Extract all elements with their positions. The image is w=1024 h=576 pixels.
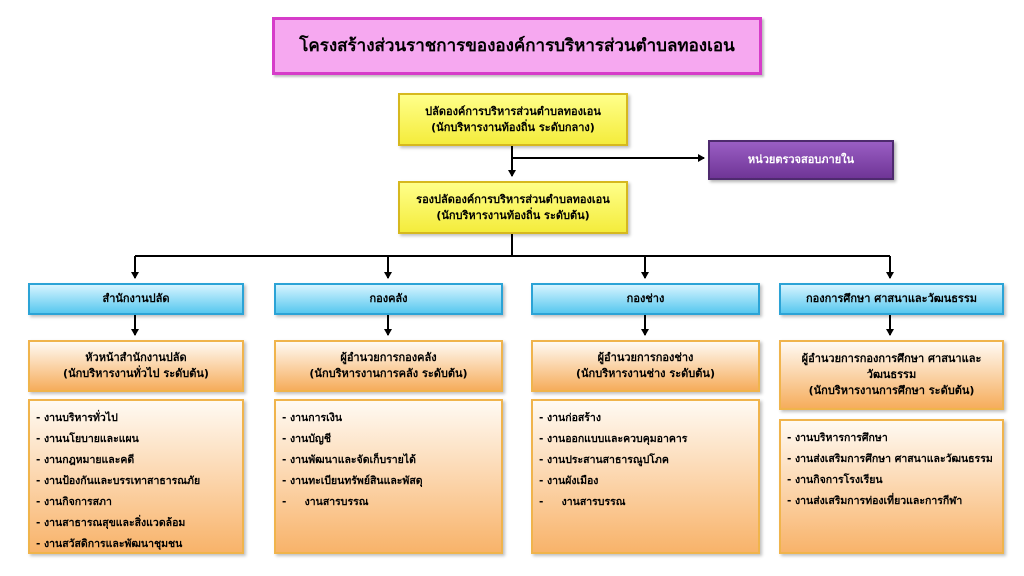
- duty-item: - งานประสานสาธารณูปโภค: [539, 454, 669, 466]
- dept-head-title: หัวหน้าสำนักงานปลัด: [85, 351, 187, 365]
- dept-head-title-cont: วัฒนธรรม: [866, 368, 917, 382]
- deputy-level: (นักบริหารงานท้องถิ่น ระดับต้น): [436, 208, 590, 222]
- duty-item: - งานบัญชี: [282, 433, 331, 445]
- dept-name: กองคลัง: [369, 292, 408, 306]
- duty-item: - งานสารบรรณ: [282, 496, 369, 508]
- dept-head-level: (นักบริหารงานทั่วไป ระดับต้น): [63, 367, 209, 380]
- audit-label: หน่วยตรวจสอบภายใน: [747, 153, 855, 167]
- duty-item: - งานนโยบายและแผน: [36, 433, 139, 445]
- dept-name: กองการศึกษา ศาสนาและวัฒนธรรม: [805, 292, 977, 306]
- duty-item: - งานป้องกันและบรรเทาสาธารณภัย: [36, 475, 201, 487]
- duty-item: - งานการเงิน: [282, 412, 343, 424]
- duty-list-engineering: - งานก่อสร้าง - งานออกแบบและควบคุมอาคาร …: [531, 399, 760, 554]
- duty-item: - งานก่อสร้าง: [539, 412, 601, 424]
- duty-item: - งานทะเบียนทรัพย์สินและพัสดุ: [282, 475, 423, 487]
- duty-item: - งานบริหารทั่วไป: [36, 412, 118, 424]
- head-title: ปลัดองค์การบริหารส่วนตำบลทองเอน: [425, 104, 601, 118]
- dept-head-title: ผู้อำนวยการกองคลัง: [340, 351, 437, 365]
- dept-head-education: ผู้อำนวยการกองการศึกษา ศาสนาและ วัฒนธรรม…: [779, 340, 1004, 410]
- dept-head-level: (นักบริหารงานช่าง ระดับต้น): [576, 367, 715, 380]
- duty-list-education: - งานบริหารการศึกษา - งานส่งเสริมการศึกษ…: [779, 419, 1004, 554]
- dept-name: สำนักงานปลัด: [102, 292, 170, 306]
- head-box: ปลัดองค์การบริหารส่วนตำบลทองเอน (นักบริห…: [398, 93, 628, 146]
- dept-head-title: ผู้อำนวยการกองช่าง: [597, 351, 694, 365]
- deputy-box: รองปลัดองค์การบริหารส่วนตำบลทองเอน (นักบ…: [398, 181, 628, 234]
- dept-head-office: หัวหน้าสำนักงานปลัด (นักบริหารงานทั่วไป …: [28, 340, 244, 392]
- duty-item: - งานพัฒนาและจัดเก็บรายได้: [282, 454, 416, 466]
- duty-item: - งานกิจการโรงเรียน: [787, 474, 883, 486]
- duty-item: - งานออกแบบและควบคุมอาคาร: [539, 433, 688, 445]
- dept-head-finance: ผู้อำนวยการกองคลัง (นักบริหารงานการคลัง …: [274, 340, 503, 392]
- duty-item: - งานบริหารการศึกษา: [787, 432, 888, 444]
- duty-list-office: - งานบริหารทั่วไป - งานนโยบายและแผน - งา…: [28, 399, 244, 554]
- duty-item: - งานสาธารณสุขและสิ่งแวดล้อม: [36, 517, 186, 529]
- duty-item: - งานกฎหมายและคดี: [36, 454, 135, 466]
- dept-header-education: กองการศึกษา ศาสนาและวัฒนธรรม: [779, 283, 1004, 315]
- dept-name: กองช่าง: [626, 292, 665, 306]
- dept-head-level: (นักบริหารงานการคลัง ระดับต้น): [309, 367, 468, 380]
- duty-item: - งานกิจการสภา: [36, 496, 112, 508]
- deputy-title: รองปลัดองค์การบริหารส่วนตำบลทองเอน: [416, 192, 610, 206]
- chart-title: โครงสร้างส่วนราชการขององค์การบริหารส่วนต…: [272, 17, 762, 75]
- duty-item: - งานส่งเสริมการศึกษา ศาสนาและวัฒนธรรม: [787, 453, 993, 465]
- duty-list-finance: - งานการเงิน - งานบัญชี - งานพัฒนาและจัด…: [274, 399, 503, 554]
- dept-header-engineering: กองช่าง: [531, 283, 760, 315]
- head-level: (นักบริหารงานท้องถิ่น ระดับกลาง): [431, 120, 595, 134]
- dept-header-office: สำนักงานปลัด: [28, 283, 244, 315]
- duty-item: - งานสารบรรณ: [539, 496, 626, 508]
- dept-head-title: ผู้อำนวยการกองการศึกษา ศาสนาและ: [801, 352, 982, 366]
- dept-head-level: (นักบริหารงานการศึกษา ระดับต้น): [808, 383, 975, 397]
- duty-item: - งานสวัสดิการและพัฒนาชุมชน: [36, 538, 183, 550]
- duty-item: - งานส่งเสริมการท่องเที่ยวและการกีฬา: [787, 495, 963, 507]
- duty-item: - งานผังเมือง: [539, 475, 599, 487]
- dept-head-engineering: ผู้อำนวยการกองช่าง (นักบริหารงานช่าง ระด…: [531, 340, 760, 392]
- chart-title-text: โครงสร้างส่วนราชการขององค์การบริหารส่วนต…: [299, 35, 735, 56]
- dept-header-finance: กองคลัง: [274, 283, 503, 315]
- audit-box: หน่วยตรวจสอบภายใน: [708, 140, 894, 180]
